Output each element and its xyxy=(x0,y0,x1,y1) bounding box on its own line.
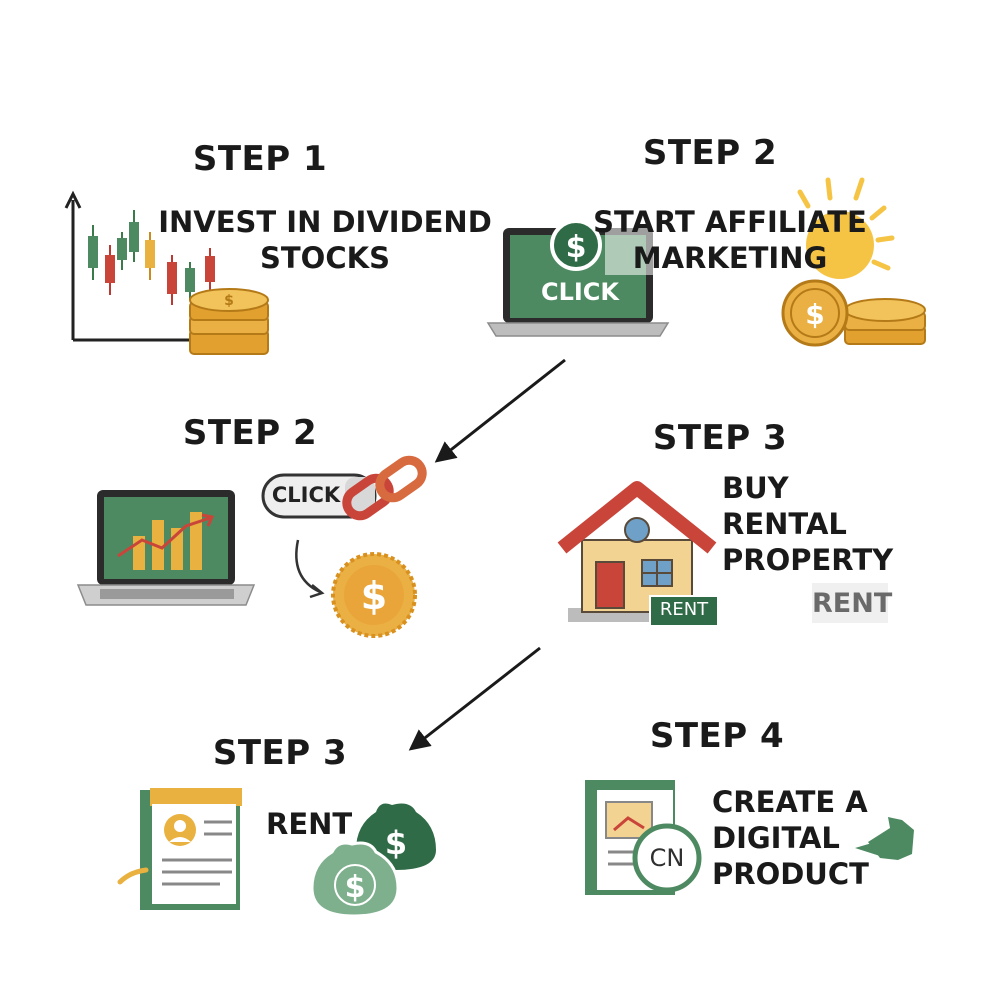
svg-text:$: $ xyxy=(224,293,234,309)
house-rent-sign: RENT xyxy=(659,599,709,620)
money-bag-icon: $ $ xyxy=(310,803,436,918)
laptop-click-label: CLICK xyxy=(540,278,620,306)
ebook-badge: CN xyxy=(649,844,685,872)
step-1-desc-line1: INVEST IN DIVIDEND xyxy=(158,205,492,239)
flow-arrow xyxy=(408,646,541,751)
step-2-desc-line1: START AFFILIATE xyxy=(593,205,867,239)
step-4-desc-line1: CREATE A xyxy=(712,785,868,819)
step-4-desc-line2: DIGITAL xyxy=(712,821,840,855)
document-icon xyxy=(117,788,242,910)
step-3-title: STEP 3 xyxy=(652,418,788,458)
step-1-desc-line2: STOCKS xyxy=(260,241,390,275)
chain-link-icon xyxy=(342,455,427,521)
curved-arrow-icon xyxy=(295,539,321,594)
step-2-title: STEP 2 xyxy=(642,133,778,173)
dollar-coin-icon: $ xyxy=(550,219,602,271)
svg-text:$: $ xyxy=(805,298,824,331)
step-4-desc-line3: PRODUCT xyxy=(712,857,869,891)
step-2-desc-line2: MARKETING xyxy=(632,241,828,275)
candlestick-chart-icon xyxy=(64,190,215,342)
svg-text:$: $ xyxy=(385,824,407,862)
step-3b-label: RENT xyxy=(266,807,353,841)
dollar-coin-icon: $ xyxy=(331,552,417,638)
ebook-icon xyxy=(585,780,702,895)
step-2b-title: STEP 2 xyxy=(182,413,318,453)
rent-tag: RENT xyxy=(812,588,893,619)
svg-text:$: $ xyxy=(566,230,587,265)
coin-stack-icon: $ xyxy=(781,279,926,347)
sun-icon xyxy=(797,177,895,279)
step-4-title: STEP 4 xyxy=(649,716,785,756)
svg-text:$: $ xyxy=(361,574,387,618)
step-3b-title: STEP 3 xyxy=(212,733,348,773)
step-3-desc-line2: RENTAL xyxy=(722,507,847,541)
click-button-label: CLICK xyxy=(271,483,341,507)
flow-arrow xyxy=(434,358,566,463)
step-3-desc-line3: PROPERTY xyxy=(722,543,894,577)
svg-text:$: $ xyxy=(345,870,366,905)
laptop-chart-icon xyxy=(76,490,256,606)
coin-stack-icon: $ xyxy=(189,288,269,355)
step-3-desc-line1: BUY xyxy=(722,471,789,505)
step-1-title: STEP 1 xyxy=(192,139,328,179)
pointing-hand-icon xyxy=(855,817,914,860)
